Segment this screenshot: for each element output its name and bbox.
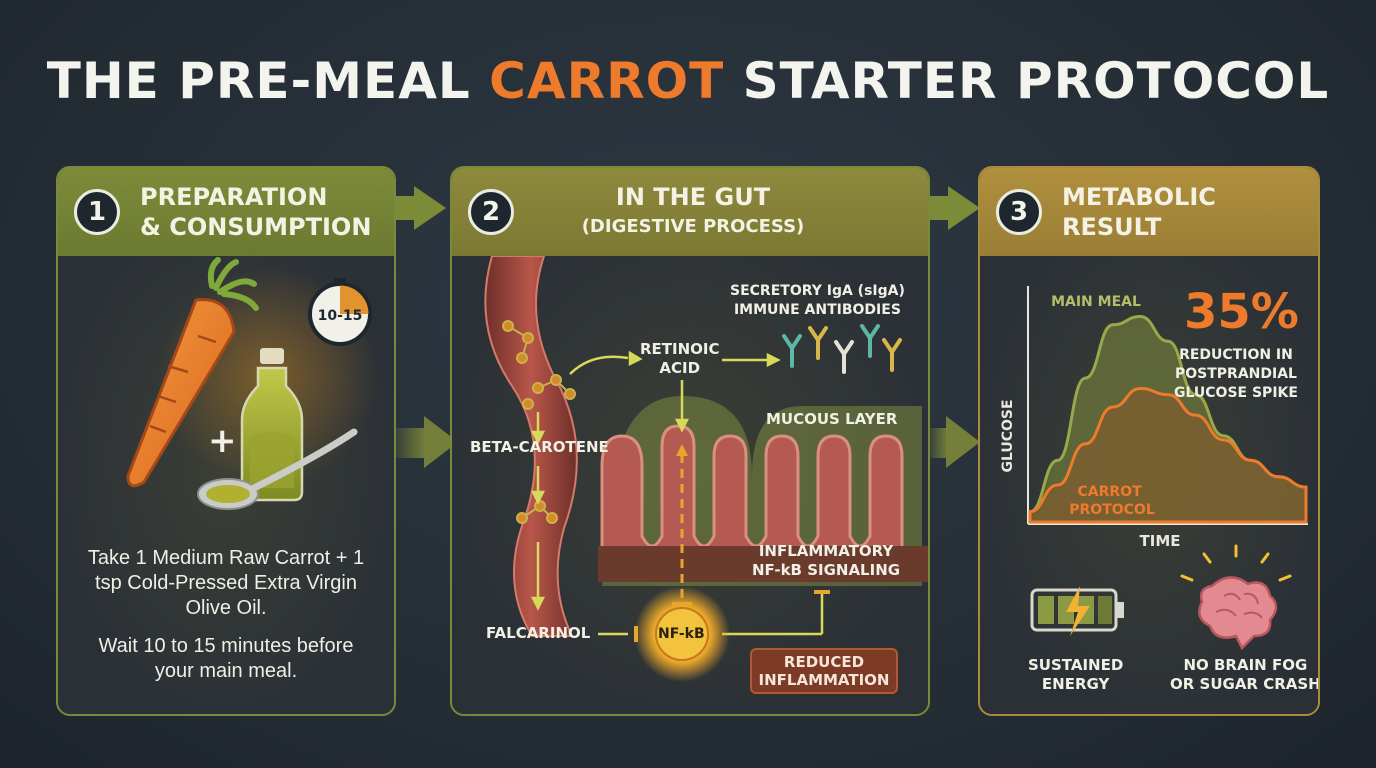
plus-sign: + bbox=[208, 421, 237, 461]
step-number: 3 bbox=[996, 189, 1042, 235]
spoon-icon bbox=[197, 428, 358, 510]
series-label-carrot-2: PROTOCOL bbox=[1069, 502, 1155, 518]
falcarinol-label: FALCARINOL bbox=[486, 624, 591, 642]
arrow-stem-2 bbox=[930, 196, 950, 220]
arrow-stem-4 bbox=[930, 428, 948, 458]
carrot-protocol-area bbox=[1028, 386, 1308, 524]
reduction-text-3: GLUCOSE SPIKE bbox=[1174, 385, 1298, 401]
reduction-label: REDUCTION IN POSTPRANDIAL GLUCOSE SPIKE bbox=[1174, 346, 1298, 403]
timer-icon: 10-15 bbox=[308, 278, 372, 346]
series-label-carrot: CARROT PROTOCOL bbox=[1069, 484, 1155, 518]
step3-heading-line2: RESULT bbox=[1062, 213, 1162, 241]
arrow-stem-3 bbox=[396, 428, 426, 458]
immune-text: IMMUNE ANTIBODIES bbox=[733, 302, 901, 318]
inflammatory-text-2: NF-kB SIGNALING bbox=[752, 561, 901, 579]
title-text-2: STARTER PROTOCOL bbox=[724, 52, 1330, 110]
villi-icon bbox=[600, 424, 904, 558]
step1-header: 1 PREPARATION & CONSUMPTION bbox=[58, 168, 394, 256]
title-accent: CARROT bbox=[489, 52, 725, 110]
step2-heading-main: IN THE GUT bbox=[615, 183, 771, 211]
step1-panel: 1 PREPARATION & CONSUMPTION bbox=[56, 166, 396, 716]
glucose-chart: GLUCOSE TIME MAIN MEAL CARROT PROTOCOL bbox=[1000, 286, 1308, 550]
step2-subheading: (DIGESTIVE PROCESS) bbox=[581, 216, 805, 237]
reduced-text-2: INFLAMMATION bbox=[758, 671, 890, 689]
brain-icon bbox=[1180, 544, 1292, 651]
mucous-label: MUCOUS LAYER bbox=[766, 410, 898, 428]
reduction-text-1: REDUCTION IN bbox=[1179, 347, 1293, 363]
step1-heading-line2: & CONSUMPTION bbox=[140, 213, 372, 241]
step3-heading-line1: METABOLIC bbox=[1062, 183, 1216, 211]
benefit1-text-1: SUSTAINED bbox=[1028, 656, 1124, 674]
gut-illustration bbox=[484, 256, 928, 682]
step-number: 1 bbox=[74, 189, 120, 235]
olive-oil-bottle-icon bbox=[240, 348, 304, 502]
page-title: THE PRE-MEAL CARROT STARTER PROTOCOL bbox=[0, 52, 1376, 110]
arrow-right-icon bbox=[946, 416, 980, 468]
inflammatory-label: INFLAMMATORY NF-kB SIGNALING bbox=[752, 542, 900, 580]
step3-header: 3 METABOLIC RESULT bbox=[980, 168, 1318, 256]
nfkb-burst-icon bbox=[634, 586, 730, 682]
step-number: 2 bbox=[468, 189, 514, 235]
retinoic-text-1: RETINOIC bbox=[640, 340, 720, 358]
carrot-icon bbox=[126, 257, 259, 488]
molecule-icon bbox=[502, 320, 576, 524]
benefit2-text-1: NO BRAIN FOG bbox=[1183, 656, 1308, 674]
benefit2-text-2: OR SUGAR CRASH bbox=[1170, 675, 1320, 693]
step1-body: + 10-15 Take 1 Medium Raw Carr bbox=[58, 256, 394, 714]
secretory-text: SECRETORY IgA (sIgA) bbox=[730, 283, 905, 299]
step3-heading: METABOLIC RESULT bbox=[1062, 182, 1216, 242]
y-axis-label: GLUCOSE bbox=[1000, 399, 1016, 472]
step2-body: SECRETORY IgA (sIgA) IMMUNE ANTIBODIES R… bbox=[452, 256, 928, 714]
step1-heading-line1: PREPARATION bbox=[140, 183, 328, 211]
inflammatory-text-1: INFLAMMATORY bbox=[758, 542, 894, 560]
step2-header: 2 IN THE GUT (DIGESTIVE PROCESS) bbox=[452, 168, 928, 256]
step3-body: GLUCOSE TIME MAIN MEAL CARROT PROTOCOL 3… bbox=[980, 256, 1318, 714]
retinoic-label: RETINOIC ACID bbox=[640, 340, 720, 378]
step2-heading: IN THE GUT (DIGESTIVE PROCESS) bbox=[514, 182, 872, 242]
step1-illustration: + 10-15 bbox=[126, 257, 378, 510]
benefit1-text-2: ENERGY bbox=[1041, 675, 1110, 693]
battery-icon bbox=[1030, 586, 1124, 636]
x-axis-label: TIME bbox=[1140, 532, 1181, 550]
sustained-energy-label: SUSTAINED ENERGY bbox=[1028, 656, 1123, 694]
step1-wait: Wait 10 to 15 minutes before your main m… bbox=[98, 635, 354, 682]
arrow-right-icon bbox=[948, 186, 980, 230]
retinoic-text-2: ACID bbox=[659, 359, 701, 377]
antibody-icon bbox=[782, 324, 902, 374]
arrow-stem-1 bbox=[396, 196, 416, 220]
reduction-percent: 35% bbox=[1184, 284, 1299, 340]
beta-carotene-label: BETA-CAROTENE bbox=[470, 438, 609, 456]
no-brain-fog-label: NO BRAIN FOG OR SUGAR CRASH bbox=[1170, 656, 1320, 694]
series-label-carrot-1: CARROT bbox=[1078, 484, 1143, 500]
reduced-text-1: REDUCED bbox=[783, 653, 865, 671]
reduction-text-2: POSTPRANDIAL bbox=[1174, 366, 1297, 382]
step1-heading: PREPARATION & CONSUMPTION bbox=[140, 182, 371, 242]
timer-label: 10-15 bbox=[318, 308, 363, 324]
secretory-label: SECRETORY IgA (sIgA) IMMUNE ANTIBODIES bbox=[730, 282, 905, 320]
step3-panel: 3 METABOLIC RESULT GLUCOSE TIME MAIN MEA… bbox=[978, 166, 1320, 716]
series-label-main: MAIN MEAL bbox=[1051, 294, 1141, 310]
step1-instruction: Take 1 Medium Raw Carrot + 1 tsp Cold-Pr… bbox=[87, 547, 365, 619]
step2-panel: 2 IN THE GUT (DIGESTIVE PROCESS) bbox=[450, 166, 930, 716]
nfkb-label: NF-kB bbox=[658, 626, 705, 642]
title-text-1: THE PRE-MEAL bbox=[46, 52, 490, 110]
arrow-right-icon bbox=[414, 186, 446, 230]
